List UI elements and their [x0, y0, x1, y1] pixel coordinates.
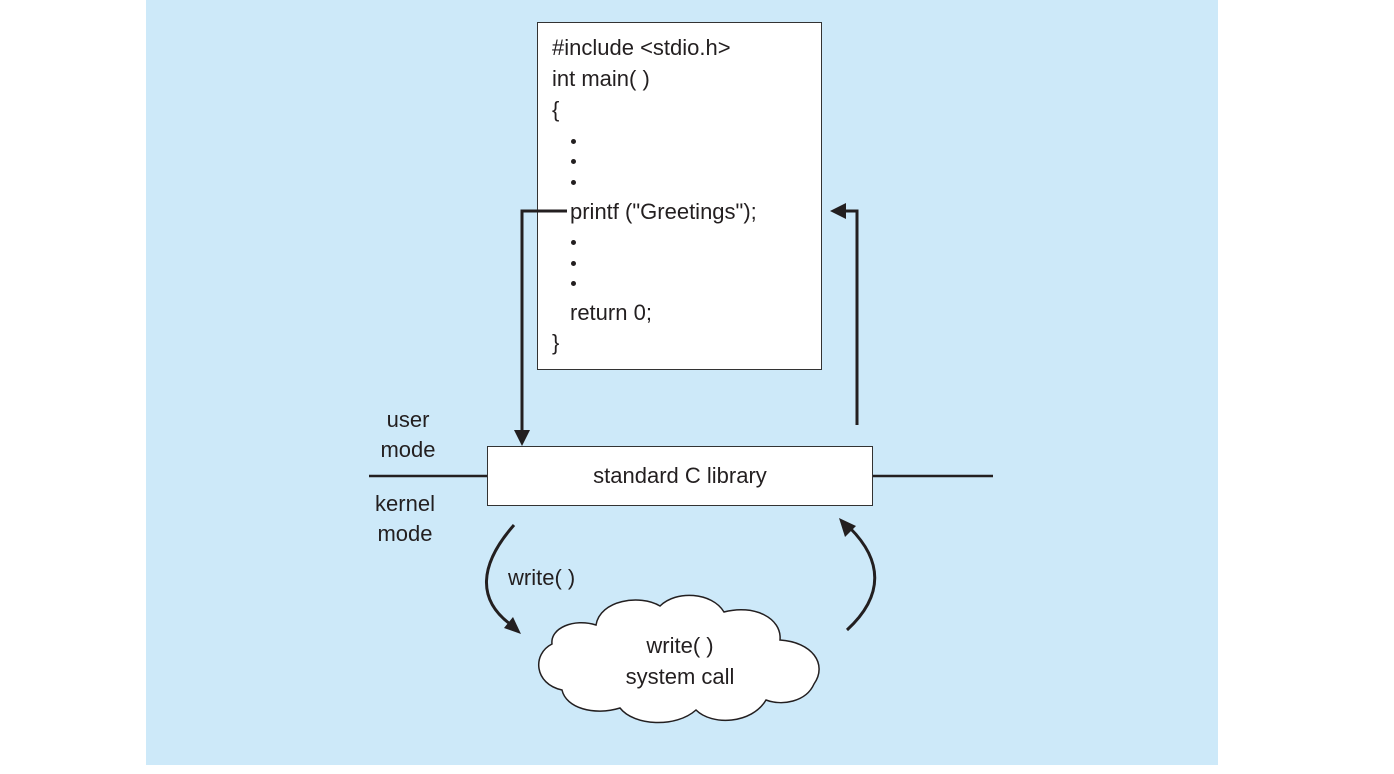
code-line-printf: printf ("Greetings"); [570, 199, 757, 224]
user-mode-line1: user [386, 407, 430, 432]
syscall-return-arrow-head [839, 518, 856, 537]
write-arrow-label: write( ) [508, 565, 576, 590]
syscall-return-curve [845, 526, 877, 632]
user-mode-label: user mode [368, 405, 448, 465]
kernel-mode-line1: kernel [375, 491, 435, 516]
trap-curve [485, 524, 516, 626]
library-label: standard C library [593, 463, 767, 488]
ellipsis-dot [571, 261, 576, 266]
code-line-include: #include <stdio.h> [552, 35, 731, 60]
return-line [845, 209, 859, 425]
system-call-cloud [538, 594, 820, 724]
ellipsis-dot [571, 281, 576, 286]
code-line-return: return 0; [570, 300, 652, 325]
code-line-main: int main( ) [552, 66, 650, 91]
system-call-text: write( ) system call [560, 630, 800, 692]
code-line-close-brace: } [552, 330, 560, 355]
return-arrow-head [830, 203, 846, 219]
ellipsis-dot [571, 180, 576, 185]
kernel-mode-label: kernel mode [363, 489, 447, 549]
code-line-open-brace: { [552, 97, 560, 122]
user-mode-line2: mode [380, 437, 436, 462]
ellipsis-dot [571, 240, 576, 245]
cloud-line2: system call [625, 664, 735, 689]
program-code-box: #include <stdio.h> int main( ) { printf … [537, 22, 822, 370]
call-line [520, 209, 567, 432]
call-arrow-head [514, 430, 530, 446]
ellipsis-dot [571, 139, 576, 144]
ellipsis-dot [571, 159, 576, 164]
kernel-mode-line2: mode [377, 521, 433, 546]
cloud-line1: write( ) [646, 633, 714, 658]
trap-arrow-head [504, 617, 521, 634]
standard-c-library-box: standard C library [487, 446, 873, 506]
